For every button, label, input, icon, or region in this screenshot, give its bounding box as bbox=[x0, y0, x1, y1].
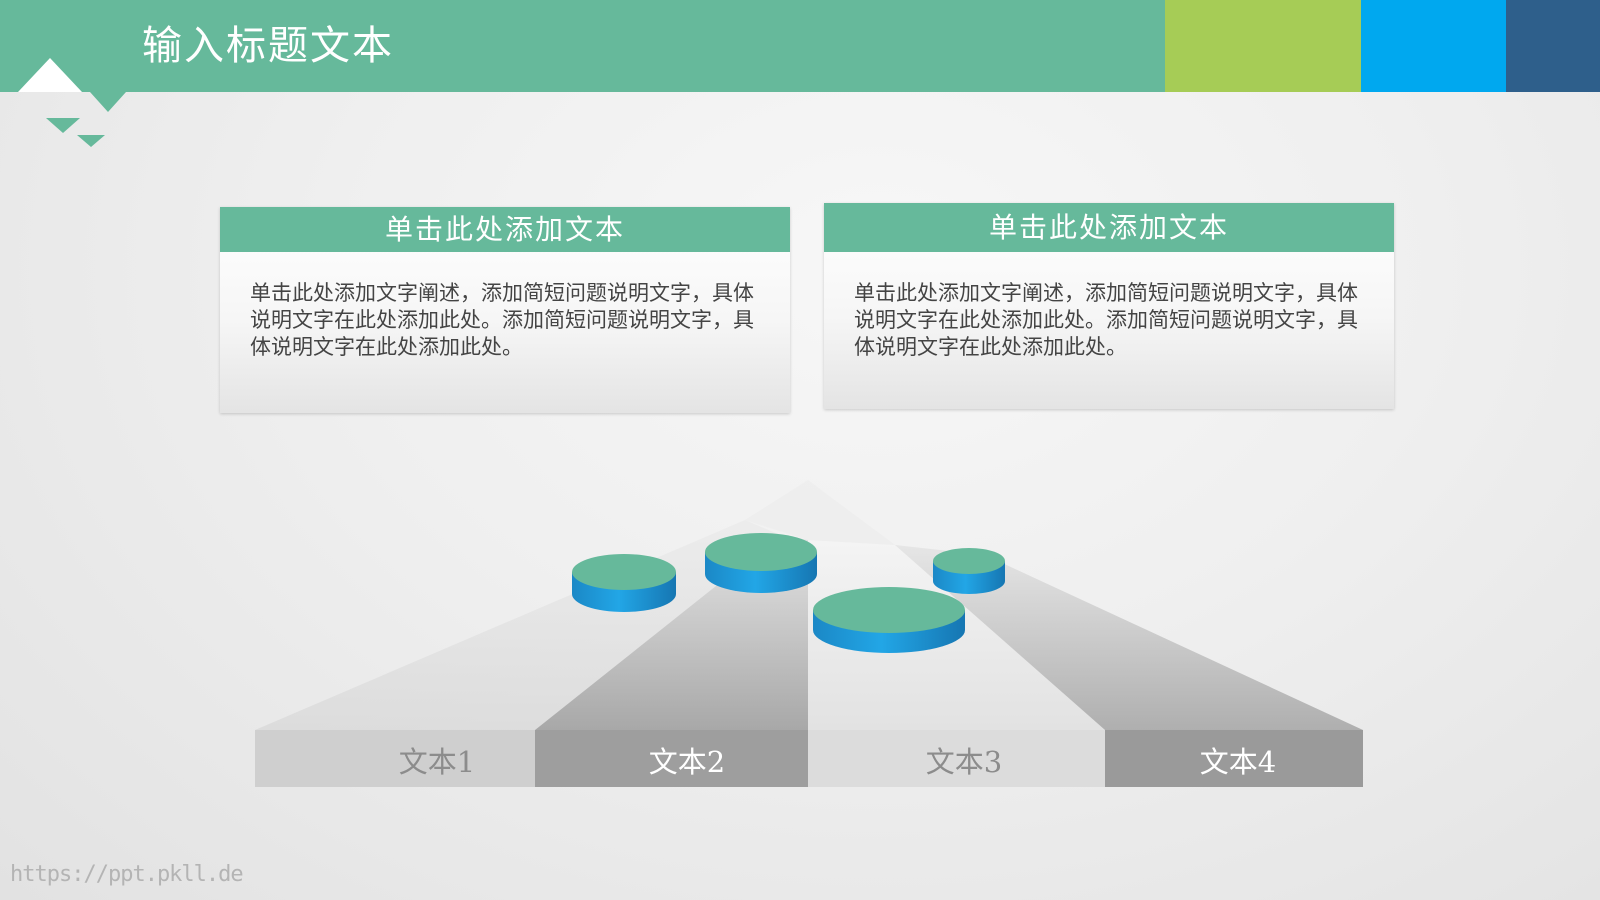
watermark-url: https://ppt.pkll.de bbox=[10, 862, 244, 887]
slide-title[interactable]: 输入标题文本 bbox=[142, 23, 394, 69]
text-card-right[interactable]: 单击此处添加文本 单击此处添加文字阐述，添加简短问题说明文字，具体说明文字在此处… bbox=[824, 203, 1394, 409]
white-triangle-icon bbox=[18, 58, 82, 92]
road-vanishing-point bbox=[745, 480, 895, 545]
card-body-text[interactable]: 单击此处添加文字阐述，添加简短问题说明文字，具体说明文字在此处添加此处。添加简短… bbox=[250, 281, 754, 359]
step-label[interactable]: 文本2 bbox=[649, 745, 725, 779]
step-block-3 bbox=[808, 730, 1105, 787]
text-card-left[interactable]: 单击此处添加文本 单击此处添加文字阐述，添加简短问题说明文字，具体说明文字在此处… bbox=[220, 207, 790, 413]
card-heading[interactable]: 单击此处添加文本 bbox=[220, 207, 790, 252]
step-label[interactable]: 文本1 bbox=[399, 745, 475, 779]
accent-block-green bbox=[1165, 0, 1361, 92]
small-triangle-icon bbox=[46, 118, 80, 133]
road-strip-4 bbox=[895, 545, 1363, 730]
step-block-4 bbox=[1105, 730, 1363, 787]
step-label[interactable]: 文本4 bbox=[1200, 745, 1276, 779]
step-block-2 bbox=[535, 730, 808, 787]
disc-icon bbox=[813, 587, 965, 653]
step-label[interactable]: 文本3 bbox=[926, 745, 1002, 779]
card-body-text[interactable]: 单击此处添加文字阐述，添加简短问题说明文字，具体说明文字在此处添加此处。添加简短… bbox=[854, 281, 1358, 359]
step-block-1 bbox=[255, 730, 535, 787]
accent-block-blue bbox=[1361, 0, 1506, 92]
disc-icon bbox=[933, 548, 1005, 594]
triangle-decoration-icon bbox=[18, 58, 126, 147]
small-triangle-icon bbox=[77, 135, 105, 147]
card-heading[interactable]: 单击此处添加文本 bbox=[824, 203, 1394, 252]
disc-icon bbox=[705, 533, 817, 593]
notch-triangle-icon bbox=[90, 92, 126, 112]
disc-icon bbox=[572, 554, 676, 612]
accent-block-navy bbox=[1506, 0, 1600, 92]
